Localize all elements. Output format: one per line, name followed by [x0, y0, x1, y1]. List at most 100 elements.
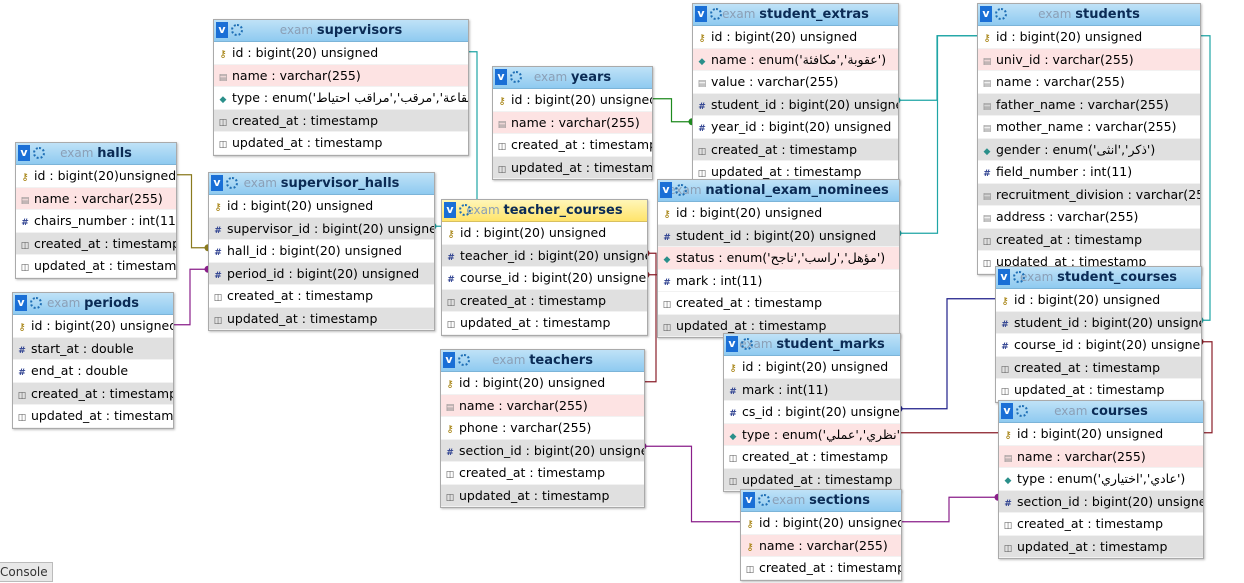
gear-icon[interactable] — [1016, 405, 1028, 417]
gear-icon[interactable] — [458, 354, 470, 366]
column-row[interactable]: #end_at : double — [13, 360, 173, 383]
gear-icon[interactable] — [30, 297, 42, 309]
column-row[interactable]: #field_number : int(11) — [978, 161, 1200, 184]
column-row[interactable]: ◫updated_at : timestamp — [13, 405, 173, 428]
column-row[interactable]: ▤address : varchar(255) — [978, 206, 1200, 229]
column-row[interactable]: #student_id : bigint(20) unsigned — [658, 224, 899, 247]
toggle-columns-icon[interactable]: v — [495, 69, 507, 85]
column-row[interactable]: ◆name : enum('عقوبة','مكافئة') — [693, 48, 898, 71]
column-row[interactable]: ◫updated_at : timestamp — [442, 312, 647, 335]
toggle-columns-icon[interactable]: v — [15, 295, 27, 311]
toggle-columns-icon[interactable]: v — [216, 22, 228, 38]
column-row[interactable]: ◆type : enum('رئيس القاعة','مرقب','مراقب… — [214, 87, 468, 110]
column-row[interactable]: ◫updated_at : timestamp — [999, 535, 1203, 558]
column-row[interactable]: ▤name : varchar(255) — [999, 445, 1203, 468]
column-row[interactable]: ⚷id : bigint(20)unsigned — [16, 165, 176, 188]
gear-icon[interactable] — [710, 8, 722, 20]
column-row[interactable]: ⚷phone : varchar(255) — [441, 417, 644, 440]
toggle-columns-icon[interactable]: v — [743, 492, 755, 508]
column-row[interactable]: ◫created_at : timestamp — [658, 292, 899, 315]
gear-icon[interactable] — [510, 71, 522, 83]
column-row[interactable]: ◫created_at : timestamp — [441, 462, 644, 485]
gear-icon[interactable] — [675, 184, 687, 196]
column-row[interactable]: ◫updated_at : timestamp — [996, 379, 1201, 402]
column-row[interactable]: ◫created_at : timestamp — [741, 557, 901, 580]
toggle-columns-icon[interactable]: v — [211, 175, 223, 191]
column-row[interactable]: ◫updated_at : timestamp — [724, 468, 900, 491]
column-row[interactable]: ▤recruitment_division : varchar(255) — [978, 183, 1200, 206]
column-row[interactable]: #year_id : bigint(20) unsigned — [693, 116, 898, 139]
column-row[interactable]: ◆gender : enum('ذكر','انثى') — [978, 138, 1200, 161]
column-row[interactable]: ▤name : varchar(255) — [978, 71, 1200, 94]
column-row[interactable]: ⚷id : bigint(20) unsigned — [693, 26, 898, 49]
column-row[interactable]: ◫created_at : timestamp — [13, 382, 173, 405]
column-row[interactable]: ⚷id : bigint(20) unsigned — [999, 423, 1203, 446]
column-row[interactable]: ◫created_at : timestamp — [693, 138, 898, 161]
column-row[interactable]: ◫created_at : timestamp — [16, 232, 176, 255]
column-row[interactable]: ◆status : enum('مؤهل','راسب','ناجح') — [658, 247, 899, 270]
column-row[interactable]: ◫updated_at : timestamp — [16, 255, 176, 278]
gear-icon[interactable] — [226, 177, 238, 189]
column-row[interactable]: ◫created_at : timestamp — [214, 109, 468, 132]
column-row[interactable]: ◫created_at : timestamp — [209, 285, 434, 308]
column-row[interactable]: ◫created_at : timestamp — [996, 356, 1201, 379]
column-row[interactable]: ◫updated_at : timestamp — [214, 132, 468, 155]
column-row[interactable]: ⚷id : bigint(20) unsigned — [13, 315, 173, 338]
toggle-columns-icon[interactable]: v — [726, 336, 738, 352]
column-row[interactable]: ◫updated_at : timestamp — [441, 484, 644, 507]
toggle-columns-icon[interactable]: v — [695, 6, 707, 22]
column-row[interactable]: #teacher_id : bigint(20) unsigned — [442, 244, 647, 267]
column-row[interactable]: ⚷id : bigint(20) unsigned — [441, 372, 644, 395]
column-row[interactable]: #start_at : double — [13, 337, 173, 360]
toggle-columns-icon[interactable]: v — [1001, 403, 1013, 419]
toggle-columns-icon[interactable]: v — [980, 6, 992, 22]
gear-icon[interactable] — [741, 338, 753, 350]
column-row[interactable]: #chairs_number : int(11) — [16, 210, 176, 233]
column-row[interactable]: ◫created_at : timestamp — [999, 513, 1203, 536]
column-row[interactable]: ▤name : varchar(255) — [441, 394, 644, 417]
column-row[interactable]: #supervisor_id : bigint(20) unsigned — [209, 217, 434, 240]
column-row[interactable]: ◫updated_at : timestamp — [658, 314, 899, 337]
column-row[interactable]: #student_id : bigint(20) unsigned — [693, 93, 898, 116]
column-row[interactable]: ◫created_at : timestamp — [442, 289, 647, 312]
toggle-columns-icon[interactable]: v — [660, 182, 672, 198]
column-row[interactable]: ⚷name : varchar(255) — [741, 534, 901, 557]
column-row[interactable]: ⚷id : bigint(20) unsigned — [724, 356, 900, 379]
column-row[interactable]: #hall_id : bigint(20) unsigned — [209, 240, 434, 263]
column-row[interactable]: ◫updated_at : timestamp — [493, 156, 652, 179]
column-row[interactable]: ◫created_at : timestamp — [978, 228, 1200, 251]
column-row[interactable]: ▤name : varchar(255) — [214, 64, 468, 87]
column-row[interactable]: ◆type : enum('عادي','اختياري') — [999, 468, 1203, 491]
column-row[interactable]: #course_id : bigint(20) unsigned — [442, 267, 647, 290]
column-row[interactable]: ⚷id : bigint(20) unsigned — [658, 202, 899, 225]
column-row[interactable]: ▤value : varchar(255) — [693, 71, 898, 94]
column-row[interactable]: #course_id : bigint(20) unsigned — [996, 334, 1201, 357]
column-row[interactable]: ◫created_at : timestamp — [493, 134, 652, 157]
column-row[interactable]: #period_id : bigint(20) unsigned — [209, 262, 434, 285]
column-row[interactable]: #cs_id : bigint(20) unsigned — [724, 401, 900, 424]
column-row[interactable]: ◆type : enum('نظري','عملي') — [724, 423, 900, 446]
column-row[interactable]: #mark : int(11) — [724, 378, 900, 401]
column-row[interactable]: ⚷id : bigint(20) unsigned — [442, 222, 647, 245]
gear-icon[interactable] — [995, 8, 1007, 20]
